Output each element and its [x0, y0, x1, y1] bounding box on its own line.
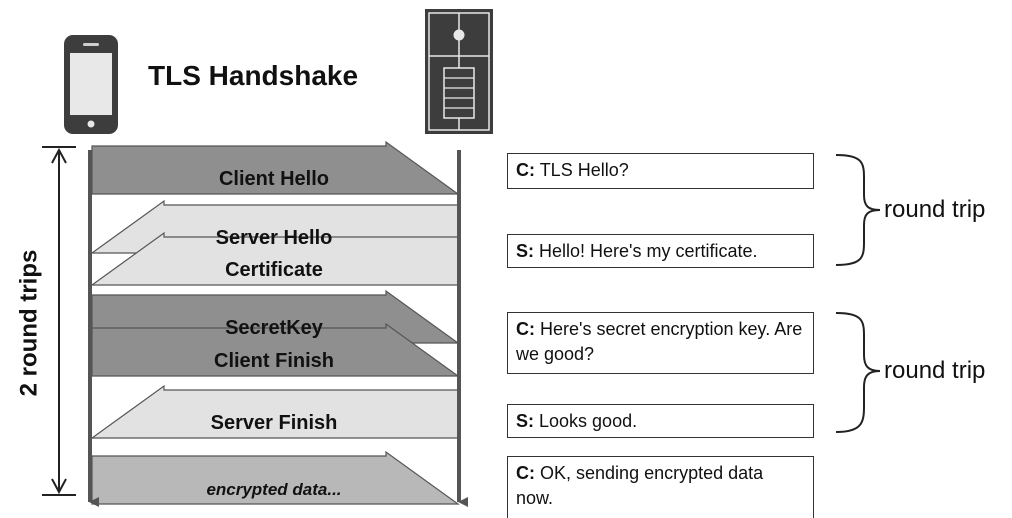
message-speaker: S: [516, 241, 534, 261]
message-box: S: Hello! Here's my certificate. [507, 234, 814, 268]
message-text: OK, sending encrypted data now. [516, 463, 764, 508]
phone-icon [64, 35, 118, 134]
round-trips-label: 2 round trips [15, 250, 42, 397]
arrow-label: Client Finish [214, 350, 334, 372]
round-trip-brace-2 [835, 312, 881, 433]
round-trip-label: round trip [884, 196, 986, 223]
message-box: S: Looks good. [507, 404, 814, 438]
arrow-label: Client Hello [219, 168, 329, 190]
arrow-label: encrypted data... [206, 480, 341, 499]
message-text: Hello! Here's my certificate. [539, 241, 758, 261]
arrow-label: Server Finish [211, 412, 338, 434]
message-box: C: TLS Hello? [507, 153, 814, 189]
arrow-label: Certificate [225, 259, 323, 281]
message-speaker: C: [516, 463, 535, 483]
round-trips-span [42, 146, 76, 496]
message-speaker: S: [516, 411, 534, 431]
server-icon [425, 9, 493, 134]
arrow-label: Server Hello [216, 227, 333, 249]
message-speaker: C: [516, 160, 535, 180]
message-box: C: OK, sending encrypted data now. [507, 456, 814, 518]
message-text: Looks good. [539, 411, 638, 431]
message-text: TLS Hello? [539, 160, 629, 180]
round-trip-brace-1 [835, 154, 881, 266]
diagram-title: TLS Handshake [148, 60, 358, 91]
round-trip-label: round trip [884, 357, 986, 384]
arrow-label: SecretKey [225, 317, 324, 339]
message-box: C: Here's secret encryption key. Are we … [507, 312, 814, 374]
message-speaker: C: [516, 319, 535, 339]
message-text: Here's secret encryption key. Are we goo… [516, 319, 803, 364]
